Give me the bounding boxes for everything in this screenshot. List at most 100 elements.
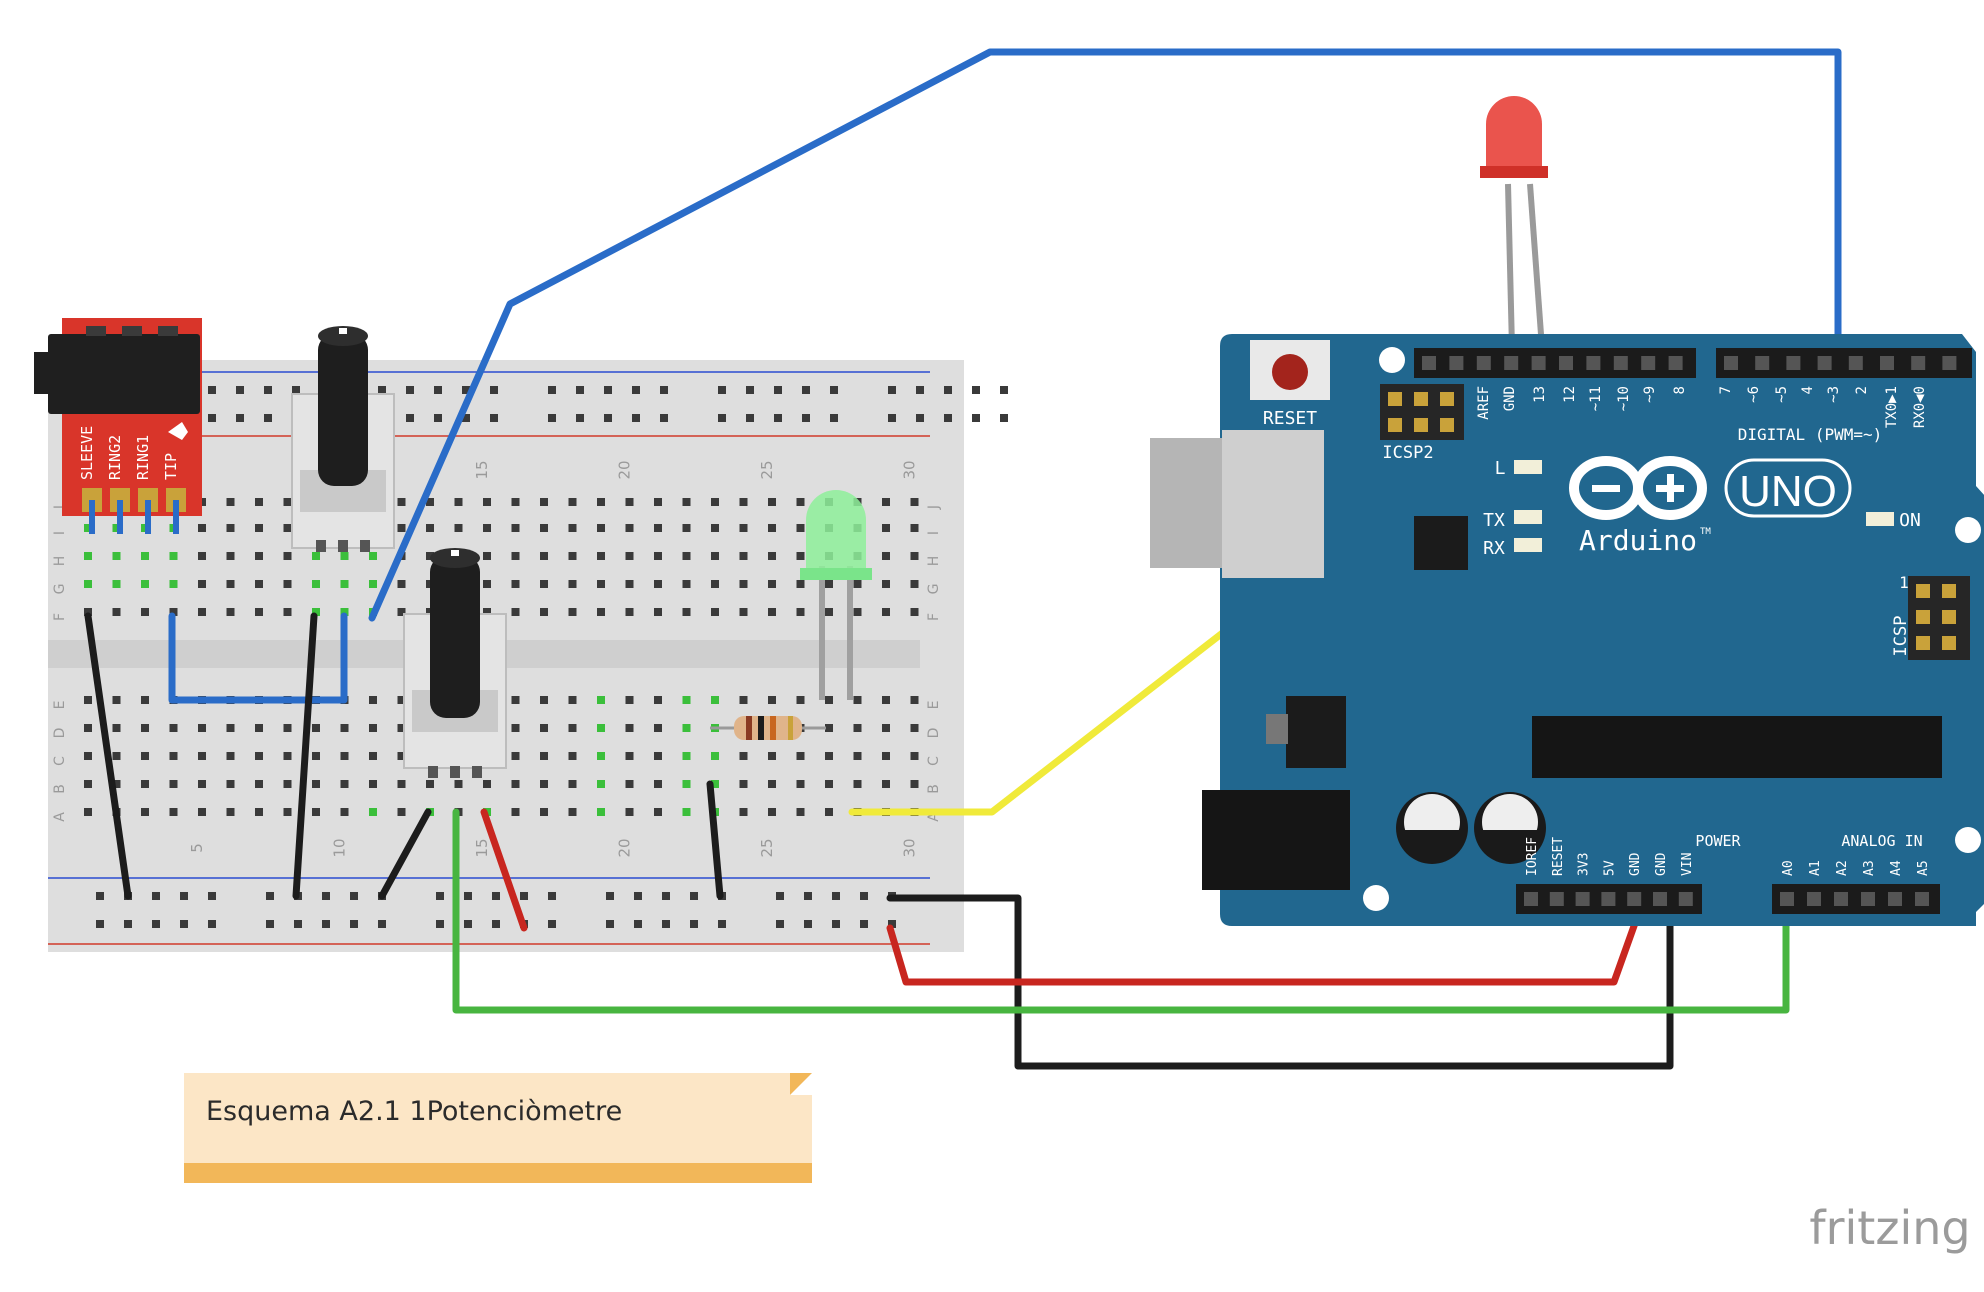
breadboard-hole[interactable] [882, 580, 890, 588]
breadboard-hole[interactable] [910, 580, 919, 588]
header-pin[interactable] [1641, 356, 1656, 370]
header-pin[interactable] [1575, 892, 1590, 906]
rail-hole[interactable] [464, 920, 472, 928]
breadboard-hole[interactable] [226, 498, 235, 506]
breadboard-hole[interactable] [483, 552, 491, 560]
rail-hole[interactable] [830, 414, 838, 422]
breadboard-hole[interactable] [312, 752, 320, 760]
breadboard-hole[interactable] [169, 552, 178, 560]
breadboard-hole[interactable] [255, 808, 263, 816]
breadboard-hole[interactable] [483, 608, 491, 616]
rail-hole[interactable] [350, 920, 358, 928]
rail-hole[interactable] [236, 414, 244, 422]
rail-hole[interactable] [236, 386, 244, 394]
header-pin[interactable] [1848, 356, 1863, 370]
rail-hole[interactable] [632, 414, 640, 422]
breadboard-hole[interactable] [682, 608, 691, 616]
breadboard-hole[interactable] [540, 696, 548, 704]
header-pin[interactable] [1911, 356, 1926, 370]
breadboard-hole[interactable] [825, 724, 833, 732]
header-pin[interactable] [1807, 892, 1821, 906]
breadboard-hole[interactable] [568, 498, 577, 506]
breadboard-hole[interactable] [84, 724, 92, 732]
breadboard-hole[interactable] [511, 724, 520, 732]
breadboard-hole[interactable] [540, 752, 548, 760]
rail-hole[interactable] [774, 386, 782, 394]
rail-hole[interactable] [690, 892, 698, 900]
header-pin[interactable] [1880, 356, 1894, 370]
rail-hole[interactable] [972, 414, 980, 422]
rail-hole[interactable] [434, 386, 442, 394]
potentiometer-1[interactable] [291, 326, 395, 552]
rail-hole[interactable] [152, 892, 160, 900]
rail-hole[interactable] [406, 414, 414, 422]
rail-hole[interactable] [660, 386, 668, 394]
breadboard-hole[interactable] [255, 552, 263, 560]
breadboard-hole[interactable] [882, 552, 890, 560]
breadboard-hole[interactable] [568, 780, 577, 788]
breadboard-hole[interactable] [226, 552, 235, 560]
rail-hole[interactable] [378, 386, 386, 394]
breadboard-hole[interactable] [540, 580, 548, 588]
header-pin[interactable] [1942, 356, 1957, 370]
rail-hole[interactable] [462, 414, 470, 422]
breadboard-hole[interactable] [654, 808, 662, 816]
rail-hole[interactable] [264, 386, 272, 394]
breadboard-hole[interactable] [283, 752, 292, 760]
rail-hole[interactable] [152, 920, 160, 928]
breadboard-hole[interactable] [84, 752, 92, 760]
breadboard-hole[interactable] [853, 752, 862, 760]
breadboard-hole[interactable] [511, 524, 520, 532]
rail-hole[interactable] [322, 892, 330, 900]
breadboard-hole[interactable] [84, 780, 92, 788]
breadboard-hole[interactable] [226, 580, 235, 588]
rail-hole[interactable] [576, 386, 584, 394]
rail-hole[interactable] [1000, 386, 1008, 394]
rail-hole[interactable] [548, 892, 556, 900]
resistor[interactable] [710, 716, 826, 740]
breadboard-hole[interactable] [882, 780, 890, 788]
breadboard-hole[interactable] [910, 498, 919, 506]
breadboard-hole[interactable] [426, 524, 434, 532]
rail-hole[interactable] [548, 920, 556, 928]
breadboard-hole[interactable] [255, 608, 263, 616]
rail-hole[interactable] [916, 414, 924, 422]
breadboard-hole[interactable] [369, 696, 377, 704]
breadboard-hole[interactable] [283, 524, 292, 532]
breadboard-hole[interactable] [226, 724, 235, 732]
breadboard-hole[interactable] [426, 552, 434, 560]
breadboard-hole[interactable] [112, 780, 121, 788]
rail-hole[interactable] [746, 414, 754, 422]
breadboard-hole[interactable] [255, 498, 263, 506]
rail-hole[interactable] [208, 414, 216, 422]
breadboard-hole[interactable] [369, 580, 377, 588]
breadboard-hole[interactable] [796, 696, 805, 704]
breadboard-hole[interactable] [882, 724, 890, 732]
breadboard-hole[interactable] [369, 752, 377, 760]
breadboard-hole[interactable] [853, 696, 862, 704]
breadboard-hole[interactable] [511, 608, 520, 616]
breadboard-hole[interactable] [141, 780, 149, 788]
breadboard-hole[interactable] [198, 552, 206, 560]
breadboard-hole[interactable] [711, 696, 719, 704]
rail-hole[interactable] [180, 920, 188, 928]
header-pin[interactable] [1668, 356, 1683, 370]
header-pin[interactable] [1559, 356, 1573, 370]
rail-hole[interactable] [1000, 414, 1008, 422]
breadboard-hole[interactable] [768, 580, 776, 588]
breadboard-hole[interactable] [882, 608, 890, 616]
breadboard-hole[interactable] [682, 696, 691, 704]
breadboard-hole[interactable] [796, 780, 805, 788]
breadboard-hole[interactable] [597, 808, 605, 816]
breadboard-hole[interactable] [711, 580, 719, 588]
breadboard-hole[interactable] [768, 608, 776, 616]
rail-hole[interactable] [944, 386, 952, 394]
breadboard-hole[interactable] [283, 808, 292, 816]
rail-hole[interactable] [888, 414, 896, 422]
breadboard-hole[interactable] [625, 724, 634, 732]
rail-hole[interactable] [266, 920, 274, 928]
breadboard-hole[interactable] [397, 808, 406, 816]
breadboard-hole[interactable] [112, 608, 121, 616]
breadboard-hole[interactable] [853, 608, 862, 616]
breadboard-hole[interactable] [255, 752, 263, 760]
